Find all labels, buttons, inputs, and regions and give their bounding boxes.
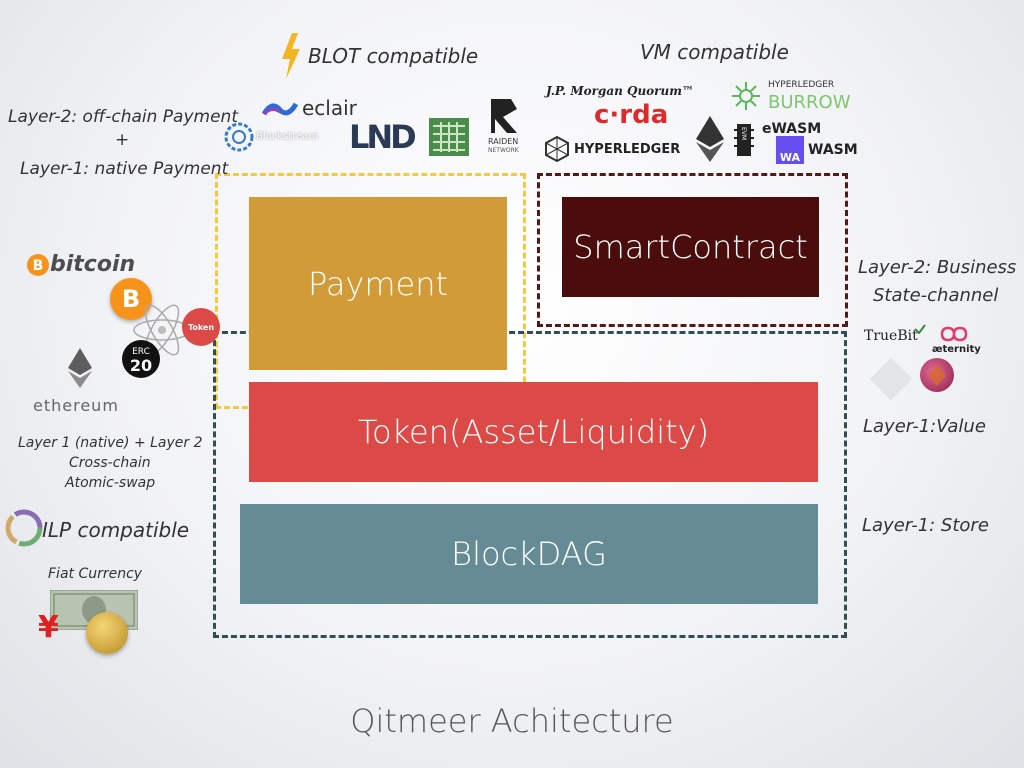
ethereum-icon xyxy=(68,348,92,388)
token-block: Token(Asset/Liquidity) xyxy=(249,382,818,482)
yen-icon: ¥ xyxy=(38,610,59,645)
blot-compatible-label: BLOT compatible xyxy=(308,44,479,68)
blockstream-text: Blockstream xyxy=(256,131,319,142)
wasm-icon: WA xyxy=(776,136,804,164)
eclair-logo: eclair xyxy=(262,96,372,122)
wasm-text: WASM xyxy=(808,142,858,158)
state-channel-label: State-channel xyxy=(873,285,999,306)
raiden-sub-text: NETWORK xyxy=(488,147,519,154)
plus-label: + xyxy=(115,130,130,150)
ethereum-vm-icon xyxy=(696,116,724,162)
token-label: Token(Asset/Liquidity) xyxy=(357,413,710,451)
layer1-store-label: Layer-1: Store xyxy=(862,515,989,536)
blockdag-block: BlockDAG xyxy=(240,504,818,604)
token-badge-text: Token xyxy=(187,322,215,332)
grid-logo xyxy=(429,118,469,156)
erc-num-text: 20 xyxy=(129,356,153,375)
crosschain-line1: Layer 1 (native) + Layer 2 xyxy=(18,435,203,451)
bitcoin-symbol: B xyxy=(121,285,141,313)
token-badge: Token xyxy=(182,308,220,346)
wasm-logo: WA WASM xyxy=(776,136,866,164)
jp-morgan-quorum-text: J.P. Morgan Quorum™ xyxy=(546,84,694,98)
hyperledger-text: HYPERLEDGER xyxy=(574,142,681,157)
erc20-icon: ERC 20 xyxy=(122,340,160,378)
svg-text:B: B xyxy=(33,258,44,274)
aeternity-text: æternity xyxy=(932,344,981,355)
burrow-text: BURROW xyxy=(768,92,851,113)
raiden-text: RAIDEN xyxy=(488,137,519,146)
lnd-logo: LND xyxy=(349,118,417,156)
blockstream-logo: Blockstream xyxy=(224,122,334,152)
base-layer-frame xyxy=(213,331,847,638)
ilp-ring-icon xyxy=(4,508,44,548)
ethereum-text: ethereum xyxy=(33,396,119,415)
crosschain-line3: Atomic-swap xyxy=(65,475,156,491)
gold-coin-icon xyxy=(86,612,128,654)
lnd-text: LND xyxy=(349,118,417,156)
smart-contract-block: SmartContract xyxy=(562,197,819,297)
raiden-logo: RAIDEN NETWORK xyxy=(484,97,524,159)
blockdag-label: BlockDAG xyxy=(451,535,607,573)
hyperledger-logo: HYPERLEDGER xyxy=(544,136,684,164)
truebit-text: TrueBit xyxy=(864,328,918,344)
eclair-text: eclair xyxy=(302,96,357,120)
hyperledger-small-text: HYPERLEDGER xyxy=(768,80,835,90)
erc-text: ERC xyxy=(132,347,150,357)
evm-icon: EVM xyxy=(734,124,754,156)
fiat-currency-label: Fiat Currency xyxy=(48,566,143,582)
payment-block: Payment xyxy=(249,197,507,370)
ewasm-text: eWASM xyxy=(762,121,822,137)
smart-contract-frame xyxy=(537,173,848,327)
lightning-icon xyxy=(280,33,302,79)
layer2-offchain-label: Layer-2: off-chain Payment xyxy=(8,107,238,127)
hyperledger-burrow-logo: HYPERLEDGER BURROW xyxy=(730,80,860,114)
page-title: Qitmeer Achitecture xyxy=(350,702,674,740)
evm-text: EVM xyxy=(740,127,747,141)
aeternity-logo: æternity xyxy=(930,326,981,360)
bitcoin-wordmark: B bitcoin xyxy=(26,252,136,280)
layer2-business-label: Layer-2: Business xyxy=(858,257,1017,278)
bitcoin-text: bitcoin xyxy=(50,252,136,277)
ilp-compatible-label: ILP compatible xyxy=(42,518,190,542)
smart-contract-label: SmartContract xyxy=(573,228,808,266)
corda-text: c·rda xyxy=(594,100,669,130)
layer1-native-label: Layer-1: native Payment xyxy=(20,159,229,179)
vm-compatible-label: VM compatible xyxy=(640,40,789,64)
layer1-value-label: Layer-1:Value xyxy=(863,416,986,437)
truebit-logo: TrueBit xyxy=(864,324,934,348)
wa-text: WA xyxy=(779,151,801,164)
state-channel-icon xyxy=(869,357,913,401)
aeternity-gem-icon xyxy=(920,358,954,392)
payment-label: Payment xyxy=(307,264,449,303)
crosschain-line2: Cross-chain xyxy=(69,455,151,471)
